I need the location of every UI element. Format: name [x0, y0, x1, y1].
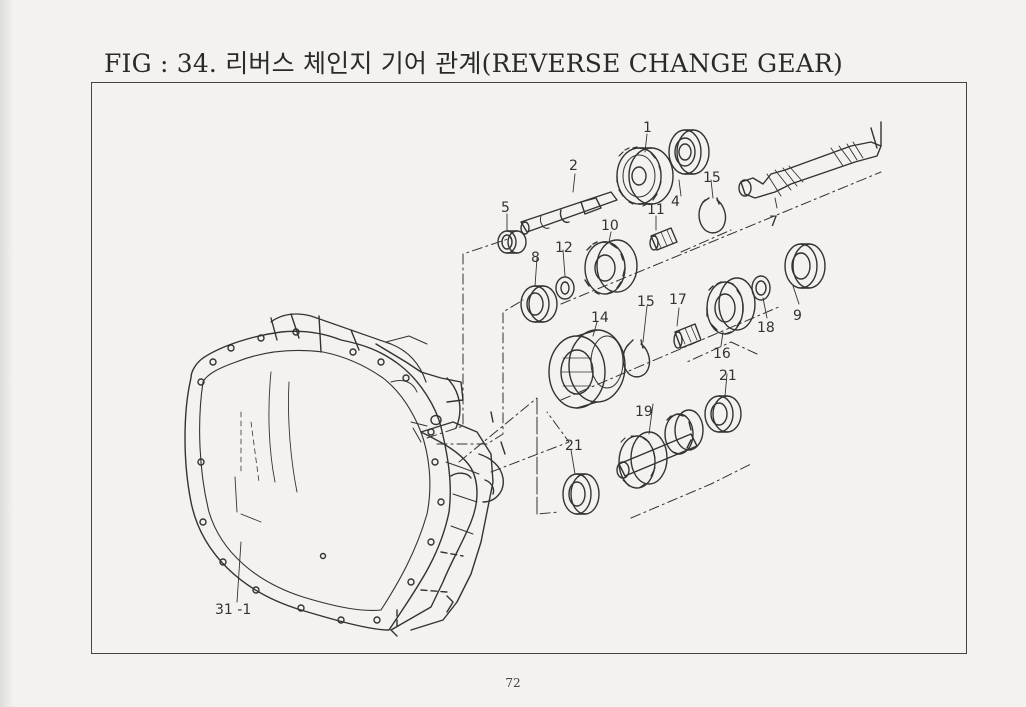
needle-bearing-11 — [649, 227, 678, 251]
snap-ring-15-mid — [622, 339, 651, 378]
callout-2: 2 — [569, 158, 578, 174]
callout-15-mid: 15 — [637, 294, 655, 310]
washer-12 — [555, 276, 575, 300]
synchro-hub-14 — [548, 329, 626, 409]
callout-17: 17 — [669, 292, 687, 308]
callout-31-1: 31 -1 — [215, 602, 251, 618]
bearing-5 — [497, 230, 527, 254]
bearing-4 — [668, 129, 710, 175]
gear-1 — [616, 146, 674, 207]
needle-bearing-17 — [673, 323, 702, 349]
callout-7: 7 — [769, 214, 778, 230]
bearing-21-right — [704, 395, 742, 433]
callout-18: 18 — [757, 320, 775, 336]
exploded-parts-diagram: 1 2 4 5 7 8 9 10 11 12 14 15 15 16 17 18… — [184, 120, 882, 637]
input-shaft — [738, 121, 882, 199]
callout-16: 16 — [713, 346, 731, 362]
page-number: 72 — [505, 676, 521, 690]
reverse-idler-19 — [616, 409, 704, 489]
callout-12: 12 — [555, 240, 573, 256]
callout-21-left: 21 — [565, 438, 583, 454]
callout-15-top: 15 — [703, 170, 721, 186]
scan-edge — [0, 0, 14, 707]
bearing-9 — [784, 243, 826, 289]
callout-4: 4 — [671, 194, 680, 210]
gear-16 — [706, 277, 756, 335]
callout-19: 19 — [635, 404, 653, 420]
transmission-housing — [184, 313, 506, 637]
counter-shaft — [520, 191, 618, 235]
bearing-21-left — [562, 473, 600, 515]
gear-10 — [584, 239, 638, 295]
callout-1: 1 — [643, 120, 652, 136]
snap-ring-15-top — [698, 197, 727, 234]
figure-title: FIG : 34. 리버스 체인지 기어 관계(REVERSE CHANGE G… — [104, 49, 844, 78]
callout-14: 14 — [591, 310, 609, 326]
callout-9: 9 — [793, 308, 802, 324]
callout-10: 10 — [601, 218, 619, 234]
bearing-8 — [520, 285, 558, 323]
callout-8: 8 — [531, 250, 540, 266]
callout-21-right: 21 — [719, 368, 737, 384]
diagram-frame — [91, 82, 967, 654]
callout-11: 11 — [647, 202, 665, 218]
callout-5: 5 — [501, 200, 510, 216]
